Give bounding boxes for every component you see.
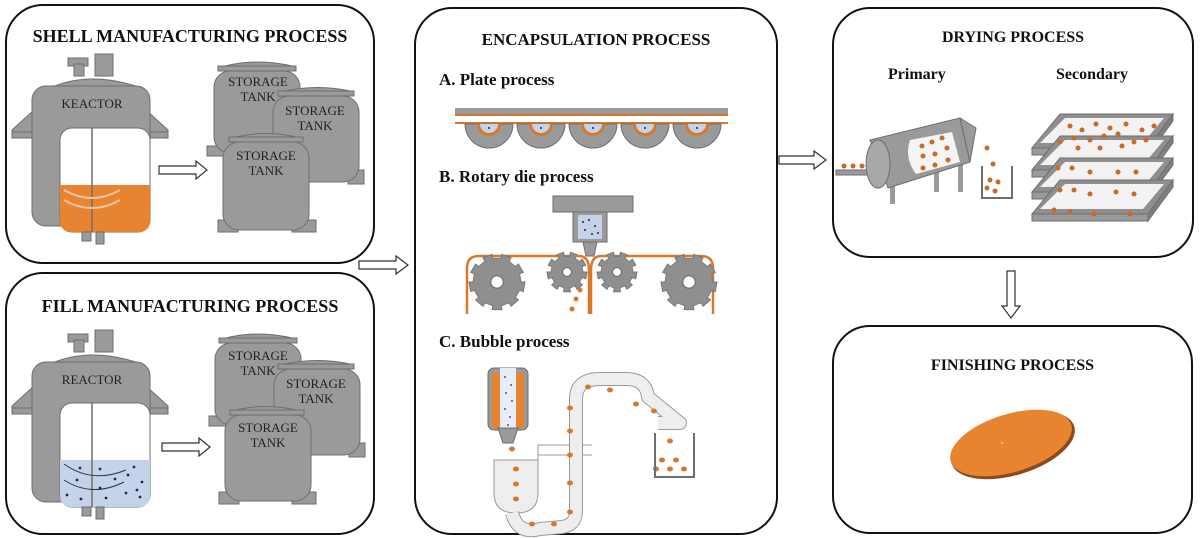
fill-panel-title: FILL MANUFACTURING PROCESS bbox=[41, 296, 339, 316]
softgel-dot bbox=[1069, 165, 1075, 171]
softgel-dot bbox=[1091, 211, 1097, 217]
drying-panel-title: DRYING PROCESS bbox=[941, 29, 1085, 46]
softgel-dot bbox=[1123, 121, 1129, 127]
tank-label-line2: TANK bbox=[248, 163, 284, 178]
plate-mold-cup bbox=[516, 123, 566, 149]
softgel-dot bbox=[1139, 127, 1145, 133]
softgel-dot bbox=[1127, 211, 1133, 217]
tank-label-line2: TANK bbox=[297, 118, 333, 133]
softgel-dot bbox=[1113, 189, 1119, 195]
arrow-to-drying bbox=[778, 149, 827, 171]
softgel-dot bbox=[1087, 191, 1093, 197]
tank-label-line2: TANK bbox=[240, 89, 276, 104]
plate-mold-cup bbox=[568, 123, 618, 149]
tank-label-line1: STORAGE bbox=[236, 148, 296, 163]
tray-dryer-icon bbox=[1030, 112, 1174, 223]
softgel-dot bbox=[1067, 209, 1073, 215]
softgel-dot bbox=[1057, 187, 1063, 193]
softgel-dot bbox=[1107, 125, 1113, 131]
tank-label-line1: STORAGE bbox=[228, 348, 288, 363]
drying-tray bbox=[1030, 178, 1174, 223]
softgel-dot bbox=[1101, 133, 1107, 139]
tank-label-line1: STORAGE bbox=[285, 103, 345, 118]
softgel-dot bbox=[1075, 145, 1081, 151]
arrow-to-finishing bbox=[1000, 270, 1022, 319]
softgel-dot bbox=[1093, 121, 1099, 127]
tank-label-line2: TANK bbox=[250, 435, 286, 450]
fill-reactor-label: REACTOR bbox=[62, 372, 123, 387]
plate-process-label: A. Plate process bbox=[439, 70, 555, 89]
softgel-dot bbox=[1151, 123, 1157, 129]
softgel-dot bbox=[1115, 169, 1121, 175]
shell-reactor-icon: KEACTOR STORAGE TANK STORAGE TANK STO bbox=[11, 53, 365, 245]
softgel-dot bbox=[1071, 187, 1077, 193]
tank-label-line1: STORAGE bbox=[238, 420, 298, 435]
reactor-vessel: REACTOR bbox=[11, 329, 169, 520]
softgel-capsule-icon bbox=[950, 409, 1075, 480]
shell-flow-arrow bbox=[158, 159, 208, 181]
secondary-drying-label: Secondary bbox=[1056, 66, 1128, 83]
tank-label-line1: STORAGE bbox=[286, 376, 346, 391]
softgel-dot bbox=[1143, 137, 1149, 143]
softgel-dot bbox=[1055, 165, 1061, 171]
softgel-dot bbox=[1067, 123, 1073, 129]
storage-tank: STORAGE TANK bbox=[217, 133, 317, 233]
softgel-dot bbox=[1079, 127, 1085, 133]
softgel-dot bbox=[1097, 145, 1103, 151]
finishing-panel-title: FINISHING PROCESS bbox=[930, 357, 1095, 374]
tank-label-line1: STORAGE bbox=[228, 74, 288, 89]
softgel-dot bbox=[1119, 143, 1125, 149]
softgel-dot bbox=[1115, 131, 1121, 137]
fill-reactor-icon: REACTOR STORAGE TANK STORAGE TANK STO bbox=[11, 329, 366, 520]
softgel-dot bbox=[1071, 135, 1077, 141]
arrow-to-encapsulation bbox=[358, 254, 409, 276]
reactor-vessel: KEACTOR bbox=[11, 53, 169, 245]
tank-label-line2: TANK bbox=[240, 363, 276, 378]
rotary-die-gear bbox=[468, 253, 526, 311]
rotary-die-process-icon bbox=[465, 195, 718, 314]
bubble-process-label: C. Bubble process bbox=[439, 332, 570, 351]
softgel-dot bbox=[1087, 137, 1093, 143]
plate-mold-cup bbox=[672, 123, 722, 149]
storage-tank: STORAGE TANK bbox=[218, 406, 317, 505]
softgel-dot bbox=[1087, 169, 1093, 175]
primary-drying-label: Primary bbox=[888, 66, 946, 83]
tank-label-line2: TANK bbox=[298, 391, 334, 406]
tumble-dryer-icon bbox=[835, 116, 1013, 204]
plate-mold-cup bbox=[620, 123, 670, 149]
encapsulation-panel-title: ENCAPSULATION PROCESS bbox=[481, 30, 711, 49]
plate-mold-cup bbox=[464, 123, 514, 149]
rotary-die-gear bbox=[660, 253, 718, 311]
softgel-dot bbox=[1133, 169, 1139, 175]
rotary-die-process-label: B. Rotary die process bbox=[439, 167, 594, 186]
fill-flow-arrow bbox=[161, 436, 211, 458]
softgel-dot bbox=[1051, 207, 1057, 213]
rotary-die-gear bbox=[596, 251, 638, 293]
softgel-dot bbox=[1131, 191, 1137, 197]
bubble-process-icon bbox=[487, 367, 695, 538]
softgel-dot bbox=[1057, 139, 1063, 145]
plate-process-icon bbox=[455, 108, 728, 149]
shell-reactor-label: KEACTOR bbox=[61, 96, 122, 111]
softgel-dot bbox=[1131, 139, 1137, 145]
shell-panel-title: SHELL MANUFACTURING PROCESS bbox=[32, 26, 348, 46]
fill-storage-tanks: STORAGE TANK STORAGE TANK STORAGE TANK bbox=[208, 333, 366, 505]
shell-storage-tanks: STORAGE TANK STORAGE TANK STORAGE TANK bbox=[206, 61, 365, 233]
rotary-die-gear bbox=[546, 251, 588, 293]
